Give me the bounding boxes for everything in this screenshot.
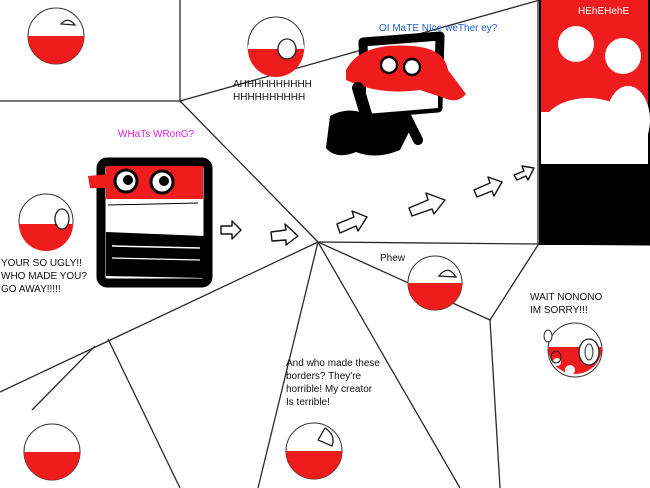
speech-phew: Phew (380, 253, 406, 264)
polandball-screaming-icon (247, 16, 305, 77)
polandball-sorry-icon (543, 322, 603, 378)
white-eye-blob-left-icon (558, 26, 594, 62)
speech-hehe: HEhEHehE (578, 6, 630, 17)
speech-wait-sorry: WAIT NONONO IM SORRY!!! (530, 292, 603, 316)
speech-ugly: YOUR SO UGLY!! WHO MADE YOU? GO AWAY!!!!… (1, 258, 87, 295)
dark-panel (539, 0, 650, 245)
speech-borders: And who made these borders? They're horr… (286, 358, 380, 408)
arrow-icon (336, 210, 368, 234)
arrow-icon (408, 192, 446, 217)
arrow-icon (473, 176, 503, 198)
polandball-phew-icon (407, 255, 463, 311)
polandball-bottom-left-icon (23, 423, 81, 481)
box-character-icon (88, 157, 213, 288)
speech-whats-wrong: WHaTs WRonG? (118, 129, 195, 140)
polandball-complaining-icon (285, 422, 343, 480)
speech-scream: AHHHHHHHHHH HHHHHHHHHH (233, 79, 312, 103)
white-eye-blob-right-icon (605, 38, 641, 74)
arrow-icon (270, 223, 299, 246)
speech-oi-mate: OI MaTE NIce weTher ey? (379, 23, 498, 34)
arrow-icon (513, 165, 535, 181)
arrow-icon (220, 220, 242, 240)
polandball-top-left-icon (27, 7, 85, 65)
arrows-group (220, 165, 535, 246)
flying-flag-box-icon (326, 31, 466, 156)
polandball-angry-icon (18, 193, 74, 251)
